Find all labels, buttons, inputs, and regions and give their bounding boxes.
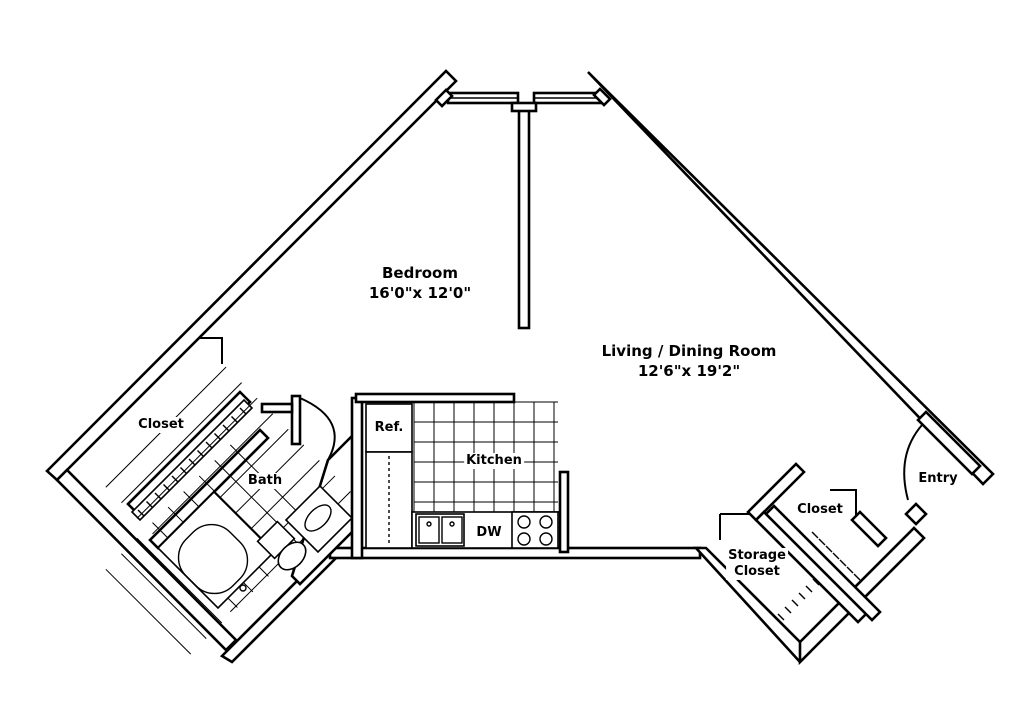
storage-line2: Closet xyxy=(734,564,780,579)
kitchen-sink xyxy=(415,513,465,547)
stove xyxy=(511,511,559,549)
living-dims: 12'6"x 19'2" xyxy=(637,362,741,380)
room-label-entry: Entry xyxy=(918,471,958,486)
wall-bath-top xyxy=(290,394,302,446)
living-name: Living / Dining Room xyxy=(601,342,777,360)
refrigerator xyxy=(365,403,413,453)
wall-left-outer xyxy=(45,69,458,482)
wall-closet-left xyxy=(126,390,252,516)
wall-left-lower xyxy=(55,468,238,652)
wall-bedroom-divider xyxy=(517,102,531,330)
wall-top-right-cap xyxy=(592,87,612,107)
toilet xyxy=(256,520,307,571)
storage-line1: Storage xyxy=(728,548,786,563)
storage-closet-shelf xyxy=(777,578,820,621)
room-label-storage-closet: Storage Closet xyxy=(726,548,788,580)
wall-closet-right-top xyxy=(746,462,806,522)
wall-closet-right-inner xyxy=(764,504,882,622)
room-label-bedroom: Bedroom 16'0"x 12'0" xyxy=(367,263,473,303)
wall-kitchen-top xyxy=(354,392,516,404)
label-dw: DW xyxy=(474,525,504,541)
closet-right-shelf xyxy=(811,531,861,581)
label-ref: Ref. xyxy=(374,420,404,435)
wall-bottom xyxy=(328,546,702,560)
bath-door-swing xyxy=(299,397,336,461)
room-label-living: Living / Dining Room 12'6"x 19'2" xyxy=(600,341,779,381)
bath-sink xyxy=(284,484,354,554)
bedroom-dims: 16'0"x 12'0" xyxy=(368,284,472,302)
wall-top-left-cap xyxy=(434,88,454,108)
bedroom-name: Bedroom xyxy=(382,264,458,282)
room-label-kitchen: Kitchen xyxy=(464,453,524,469)
entry-door-swing xyxy=(903,424,923,501)
room-label-closet-right: Closet xyxy=(795,502,845,518)
wall-right-outer xyxy=(587,71,995,486)
room-label-bath: Bath xyxy=(245,473,285,489)
room-label-closet-left: Closet xyxy=(136,417,186,433)
wall-kitchen-right xyxy=(558,470,570,554)
